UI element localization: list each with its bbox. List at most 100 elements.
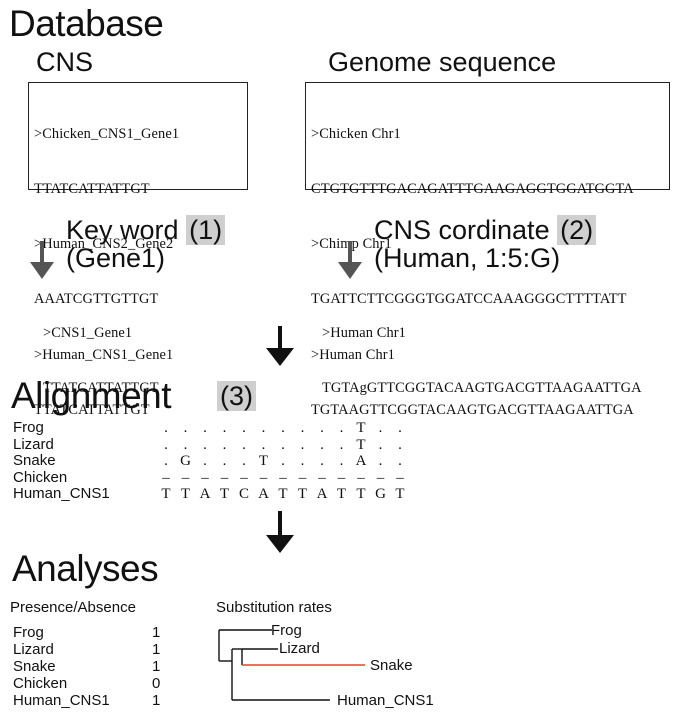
- alignment-cell: .: [398, 453, 402, 469]
- alignment-cell: .: [203, 436, 207, 453]
- substitution-tree: [218, 629, 330, 701]
- genome-line: TGATTCTTCGGGTGGATCCAAAGGGCTTTTATT: [311, 291, 627, 308]
- step1-badge: (1): [186, 215, 226, 245]
- analyses-title: Analyses: [12, 548, 159, 589]
- alignment-cell: –: [201, 469, 209, 486]
- presence-taxon: Human_CNS1: [13, 692, 110, 709]
- alignment-cell: T: [356, 436, 366, 453]
- presence-value: 1: [152, 658, 161, 675]
- alignment-cell: .: [320, 420, 324, 436]
- presence-taxon: Lizard: [13, 641, 54, 658]
- alignment-cell: .: [300, 453, 305, 469]
- alignment-title: Alignment: [11, 375, 172, 416]
- alignment-taxon: Frog: [13, 419, 44, 436]
- alignment-row: ..........T..: [158, 437, 418, 454]
- tree-label-human: Human_CNS1: [337, 692, 434, 709]
- alignment-cell: .: [183, 420, 188, 436]
- alignment-cell: .: [183, 436, 188, 453]
- alignment-cell: .: [281, 420, 285, 436]
- arrow-down-icon: [30, 241, 54, 279]
- alignment-cell: .: [339, 420, 344, 436]
- alignment-cell: T: [356, 486, 366, 502]
- alignment-grid: ..........T............T...G...T....A..–…: [158, 420, 418, 503]
- step1-label: Key word (1): [66, 215, 226, 245]
- alignment-taxon: Chicken: [13, 468, 68, 486]
- alignment-taxon: Snake: [13, 452, 56, 469]
- alignment-cell: .: [281, 436, 285, 453]
- alignment-cell: T: [219, 486, 230, 502]
- cns-line: AAATCGTTGTTGT: [34, 291, 159, 308]
- alignment-cell: .: [378, 420, 383, 436]
- alignment-cell: A: [199, 486, 211, 502]
- alignment-cell: T: [161, 486, 171, 502]
- alignment-cell: .: [222, 436, 227, 453]
- alignment-badge: (3): [217, 381, 256, 411]
- alignment-cell: .: [242, 436, 246, 453]
- alignment-cell: –: [220, 469, 229, 486]
- step1-label-text: Key word: [66, 215, 179, 245]
- alignment-cell: –: [181, 469, 190, 486]
- alignment-cell: T: [278, 486, 288, 502]
- alignment-cell: .: [320, 436, 324, 453]
- alignment-cell: A: [316, 486, 328, 502]
- alignment-cell: A: [355, 453, 367, 469]
- alignment-cell: T: [297, 486, 308, 502]
- step2-result-line: >Human Chr1: [322, 324, 406, 341]
- tree-label-frog: Frog: [271, 622, 302, 639]
- step1-sublabel: (Gene1): [66, 243, 166, 273]
- arrow-down-icon: [266, 326, 294, 366]
- alignment-cell: .: [203, 420, 207, 436]
- genome-line: >Human Chr1: [311, 346, 395, 363]
- alignment-cell: –: [337, 469, 346, 486]
- alignment-row: .G...T....A..: [158, 453, 418, 470]
- alignment-cell: .: [164, 453, 168, 469]
- alignment-cell: –: [376, 469, 385, 486]
- tree-label-lizard: Lizard: [279, 640, 320, 657]
- alignment-cell: A: [258, 486, 269, 502]
- cns-line: TTATCATTATTGT: [34, 181, 150, 198]
- step1-result-line: >CNS1_Gene1: [43, 324, 133, 341]
- alignment-cell: T: [180, 486, 191, 502]
- alignment-cell: –: [318, 469, 326, 486]
- alignment-cell: .: [398, 420, 402, 436]
- alignment-cell: –: [357, 469, 365, 486]
- arrow-down-icon: [266, 511, 294, 553]
- alignment-cell: T: [356, 420, 366, 436]
- genome-line: >Chimp Chr1: [311, 236, 392, 253]
- presence-taxon: Chicken: [13, 675, 68, 692]
- step1-result: >CNS1_Gene1 TTATCATTATTGT: [43, 287, 159, 416]
- alignment-cell: .: [164, 436, 168, 453]
- alignment-cell: .: [222, 420, 227, 436]
- tree-label-snake: Snake: [370, 657, 413, 674]
- alignment-cell: T: [258, 453, 269, 469]
- alignment-cell: .: [398, 436, 402, 453]
- alignment-cell: .: [222, 453, 227, 469]
- presence-title: Presence/Absence: [10, 599, 136, 616]
- genome-line: >Chicken Chr1: [311, 125, 401, 142]
- genome-title: Genome sequence: [328, 47, 557, 77]
- step2-result: >Human Chr1 TGTAgGTTCGGTACAAGTGACGTTAAGA…: [322, 287, 642, 416]
- cns-line: >Chicken_CNS1_Gene1: [34, 125, 180, 142]
- genome-box: [305, 82, 670, 190]
- alignment-cell: .: [281, 453, 285, 469]
- alignment-cell: T: [395, 486, 405, 502]
- alignment-cell: T: [336, 486, 347, 502]
- presence-value: 1: [152, 692, 161, 709]
- substitution-title: Substitution rates: [216, 599, 332, 616]
- step3-badge: (3): [217, 381, 256, 411]
- alignment-cell: –: [298, 469, 307, 486]
- step2-result-line: TGTAgGTTCGGTACAAGTGACGTTAAGAATTGA: [322, 380, 642, 397]
- alignment-cell: G: [180, 453, 191, 469]
- alignment-cell: –: [279, 469, 287, 486]
- cns-line: >Human_CNS2_Gene2: [34, 236, 174, 253]
- alignment-cell: .: [242, 453, 246, 469]
- presence-taxon: Snake: [13, 658, 56, 675]
- alignment-cell: .: [261, 420, 266, 436]
- step2-label-text: CNS cordinate: [374, 215, 550, 245]
- alignment-taxon: Human_CNS1: [13, 485, 110, 502]
- alignment-cell: .: [261, 436, 266, 453]
- alignment-cell: .: [339, 453, 344, 469]
- alignment-cell: –: [396, 469, 404, 486]
